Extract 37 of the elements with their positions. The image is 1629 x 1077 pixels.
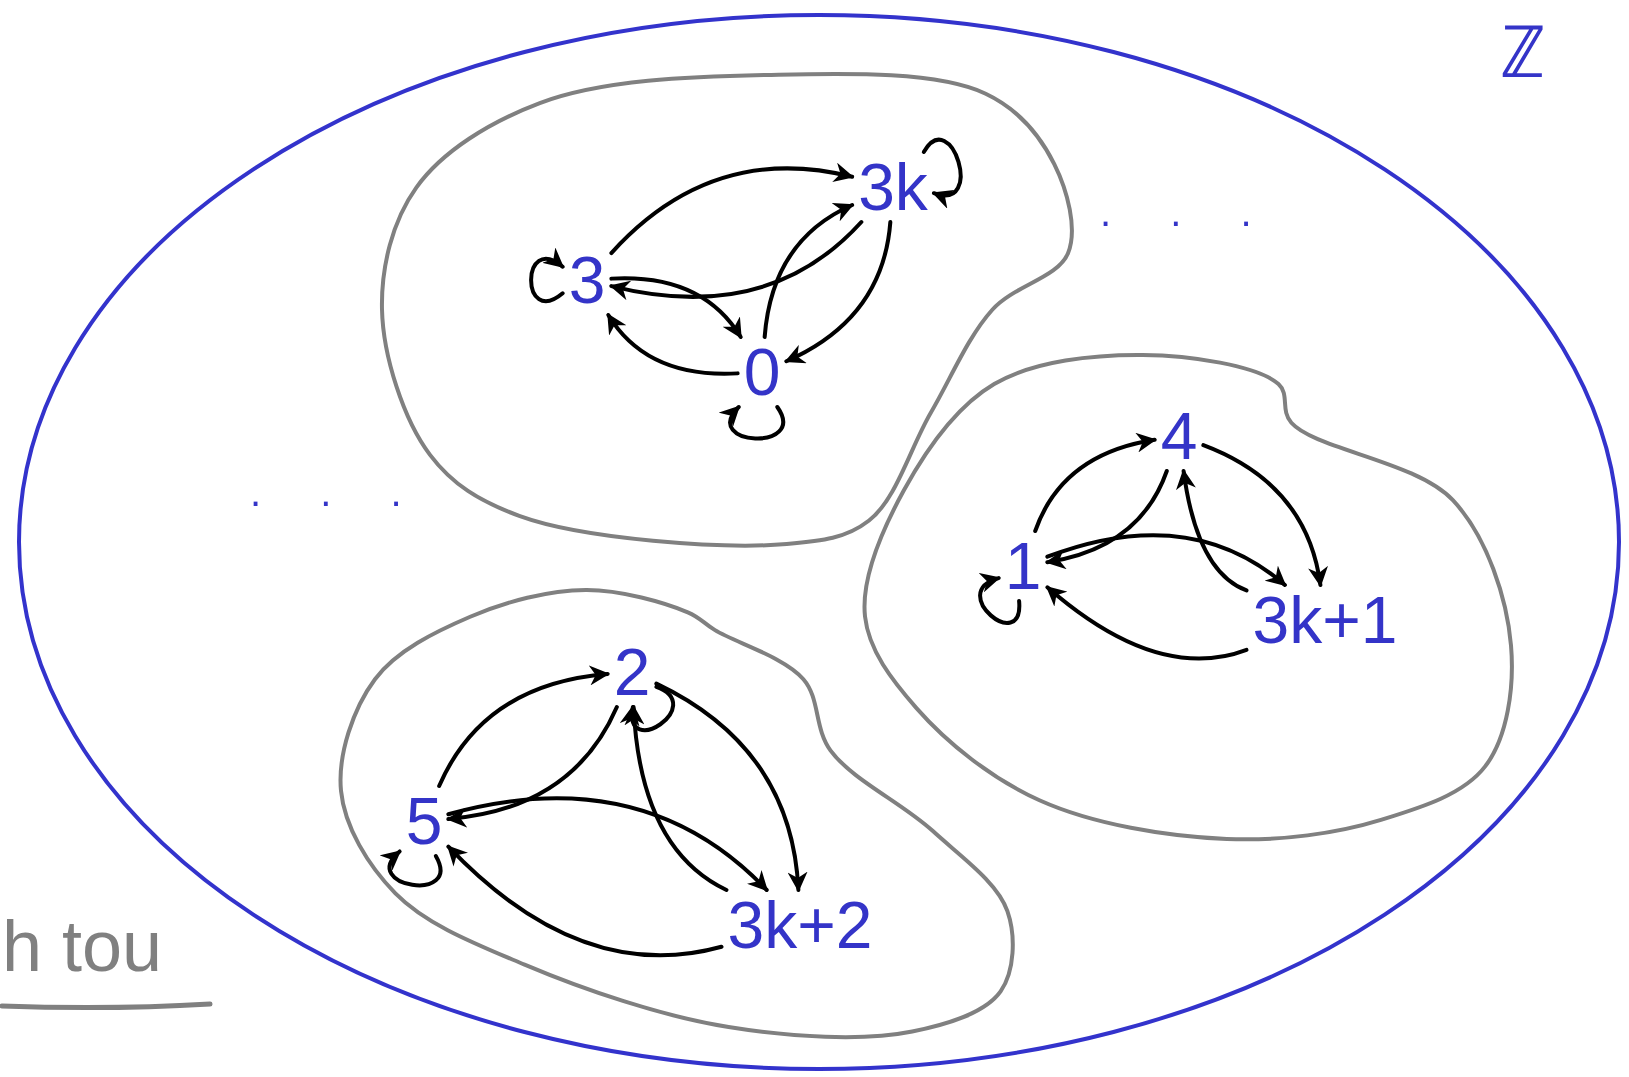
arrow [784, 220, 893, 364]
arrow [978, 575, 1022, 625]
arrow [437, 666, 610, 788]
number-label: 0 [737, 337, 787, 407]
number-label: 1 [998, 531, 1048, 601]
number-label: 4 [1154, 401, 1204, 471]
arrow [624, 705, 729, 892]
arrow [609, 220, 864, 300]
arrow [1045, 533, 1287, 587]
arrow [446, 796, 769, 892]
arrow [446, 705, 619, 827]
arrow [380, 849, 443, 888]
arrow [621, 684, 676, 732]
arrow [762, 202, 855, 339]
ellipsis: . . . [1100, 190, 1276, 235]
number-label: 3k [852, 152, 934, 222]
number-label: 3 [562, 245, 612, 315]
arrow [609, 163, 855, 256]
ellipsis: . . . [250, 470, 426, 515]
arrow [1176, 469, 1249, 593]
number-label: 5 [399, 786, 449, 856]
arrow [1033, 433, 1157, 533]
arrow [654, 681, 807, 892]
arrow [1045, 585, 1249, 661]
number-label: 3k+1 [1246, 585, 1404, 655]
arrow [719, 405, 785, 441]
handwritten-note: h tou [2, 905, 163, 987]
arrow [1045, 469, 1169, 569]
arrow [529, 248, 565, 304]
number-label: 3k+2 [721, 890, 879, 960]
arrow [609, 276, 743, 339]
number-label: 2 [607, 637, 657, 707]
set-symbol: ℤ [1500, 11, 1545, 94]
arrow [606, 313, 740, 376]
arrow [921, 137, 963, 207]
arrow [1201, 443, 1328, 587]
arrow [446, 844, 724, 958]
